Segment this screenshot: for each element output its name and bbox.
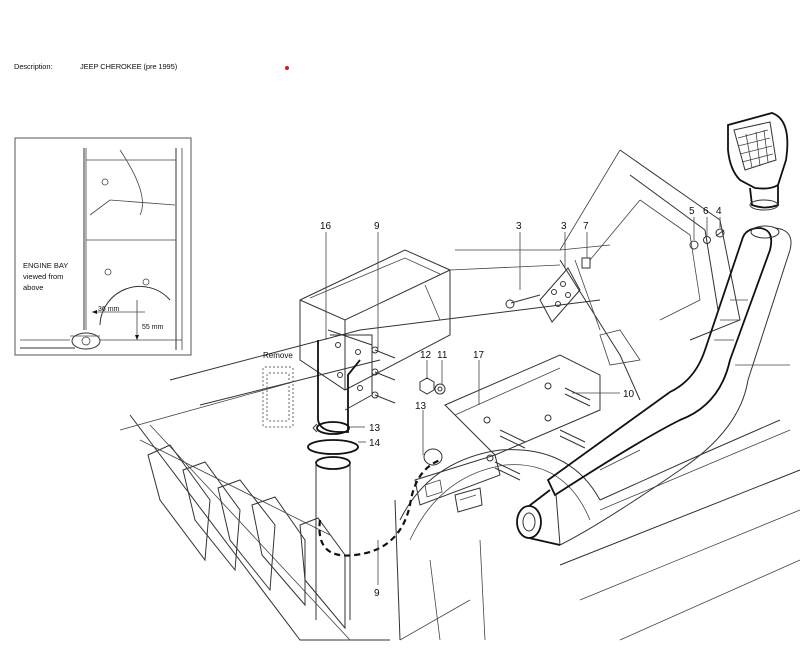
- air-box-assembly: [262, 249, 451, 620]
- leader-lines: [325, 217, 790, 585]
- description-label: Description:: [14, 62, 53, 71]
- callout-13-left: 13: [369, 423, 381, 434]
- callout-9-top: 9: [374, 221, 380, 232]
- engine-bay-inset: ENGINE BAY viewed from above 36 mm 55 mm: [14, 137, 192, 356]
- callout-10: 10: [623, 389, 635, 400]
- callout-16: 16: [320, 221, 332, 232]
- callout-5: 5: [689, 206, 695, 217]
- callout-7: 7: [583, 221, 589, 232]
- vehicle-body: [119, 149, 801, 641]
- dimension-36mm: 36 mm: [98, 306, 120, 313]
- callout-12: 12: [420, 350, 432, 361]
- dimension-55mm: 55 mm: [142, 324, 164, 331]
- callout-labels: 16 9 3 3 7 5 6 4 12 11 17 10 13 13 14 9 …: [263, 206, 722, 599]
- engine-bay-text-line3: above: [23, 283, 43, 292]
- remove-label: Remove: [263, 351, 293, 360]
- callout-4: 4: [716, 206, 722, 217]
- callout-13-right: 13: [415, 401, 427, 412]
- engine-bay-text-line1: ENGINE BAY: [23, 261, 68, 270]
- engine-bay-text-line2: viewed from: [23, 272, 63, 281]
- callout-14: 14: [369, 438, 381, 449]
- callout-6: 6: [703, 206, 709, 217]
- snorkel: [505, 112, 792, 546]
- callout-3a: 3: [516, 221, 522, 232]
- callout-9-bottom: 9: [374, 588, 380, 599]
- red-marker-dot: [285, 66, 289, 70]
- description-value: JEEP CHEROKEE (pre 1995): [80, 62, 178, 71]
- callout-11: 11: [437, 350, 448, 361]
- callout-3b: 3: [561, 221, 567, 232]
- callout-17: 17: [473, 350, 485, 361]
